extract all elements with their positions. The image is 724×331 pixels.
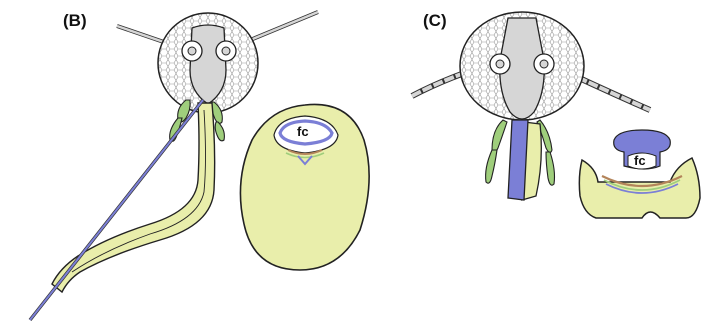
panel-c-label: (C) <box>423 11 447 30</box>
panel-c-cross-section: fc <box>579 130 700 218</box>
panel-c-fc-label: fc <box>634 153 646 168</box>
panel-b-head <box>158 13 258 113</box>
panel-b: (B) <box>30 11 369 320</box>
panel-c-head <box>460 12 584 120</box>
panel-b-label: (B) <box>63 11 87 30</box>
panel-b-cross-section: fc <box>240 104 369 270</box>
panel-b-fc-label: fc <box>297 124 309 139</box>
panel-c: (C) <box>412 11 700 218</box>
panel-c-stylet <box>508 120 528 200</box>
